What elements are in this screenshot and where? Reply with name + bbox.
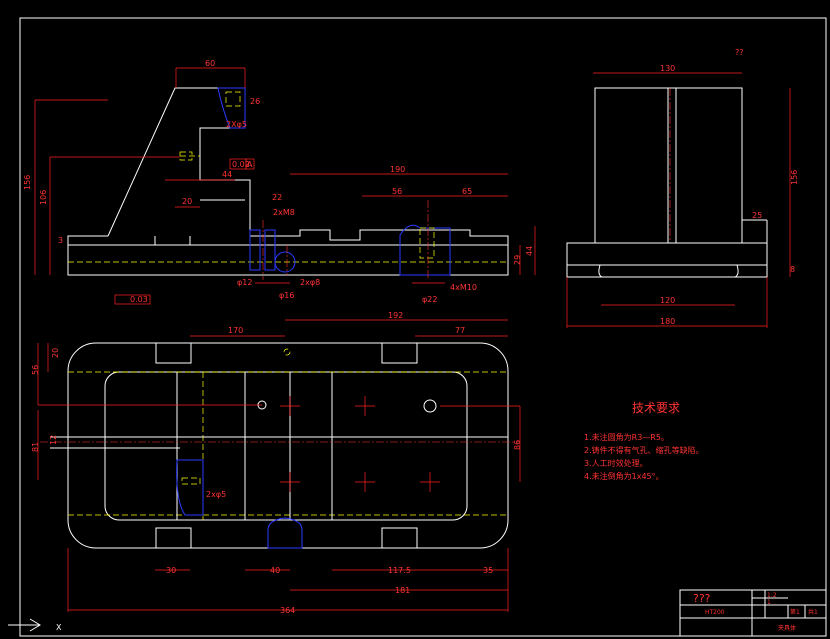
dim-170: 170 [228, 326, 243, 335]
section-hatch-top-left [176, 459, 204, 516]
tol-002: 0.02 [232, 160, 250, 169]
tech-title: 技术要求 [632, 401, 680, 415]
dia-22: φ22 [422, 295, 437, 304]
bracket-profile [67, 87, 509, 246]
dim-106: 106 [39, 190, 48, 205]
section-hatch-bottom [267, 517, 303, 549]
dim-29: 29 [513, 255, 522, 265]
dim-65: 65 [462, 187, 472, 196]
section-hatch-mid [249, 229, 276, 271]
dim-117-5: 117.5 [388, 566, 411, 575]
title-block: ??? 1:2 1 第1 共1 HT200 夹具体 [679, 589, 827, 637]
dim-2x-phi5: 2Xφ5 [226, 120, 247, 129]
dim-12: 12 [49, 435, 58, 445]
dim-192: 192 [388, 311, 403, 320]
dia-16: φ16 [279, 291, 294, 300]
tech-item-3: 3.人工时效处理。 [584, 458, 648, 468]
dim-40: 40 [270, 566, 280, 575]
dim-180: 180 [660, 317, 675, 326]
dim-30: 30 [166, 566, 176, 575]
dim-20-top: 20 [51, 348, 60, 358]
dim-8: 8 [790, 265, 795, 274]
section-hatch-top [217, 87, 246, 129]
dim-20: 20 [182, 197, 192, 206]
dim-156: 156 [23, 175, 32, 190]
base-plate-front [67, 244, 509, 276]
tech-item-2: 2.铸件不得有气孔、缩孔等缺陷。 [584, 445, 704, 455]
thread-2xm8: 2xM8 [273, 208, 295, 217]
tb-name: ??? [693, 592, 711, 605]
base-plate-top [67, 342, 509, 549]
roughness-marks: ?? [735, 48, 744, 57]
dim-44-right: 44 [525, 246, 534, 256]
section-hatch-right [399, 224, 451, 276]
datum-a: A [247, 160, 253, 169]
dia-2x8: 2xφ8 [300, 278, 320, 287]
dim-35: 35 [483, 566, 493, 575]
dim-86: 86 [513, 440, 522, 450]
tb-drawing-label: 夹具体 [778, 624, 796, 632]
tb-qty: 1 [767, 599, 771, 606]
dim-181: 181 [395, 586, 410, 595]
dim-25: 25 [752, 211, 762, 220]
dim-77: 77 [455, 326, 465, 335]
dim-44: 44 [222, 170, 232, 179]
dim-22: 22 [272, 193, 282, 202]
dim-60: 60 [205, 59, 215, 68]
dim-3: 3 [58, 236, 63, 245]
tech-requirements: 技术要求 1.未注圆角为R3—R5。 2.铸件不得有气孔、缩孔等缺陷。 3.人工… [584, 401, 704, 481]
ucs-icon: X [8, 618, 62, 632]
tb-scale: 1:2 [767, 592, 777, 599]
front-view: 60 26 2Xφ5 156 106 44 20 3 0.02 A 190 56… [23, 59, 536, 305]
dim-364: 364 [280, 606, 295, 615]
top-view: 170 192 77 20 56 12 81 86 30 40 117.5 35… [31, 311, 522, 615]
thread-4xm10: 4xM10 [450, 283, 477, 292]
tech-item-1: 1.未注圆角为R3—R5。 [584, 432, 669, 442]
tol-003: 0.03 [130, 295, 148, 304]
drawing-frame [19, 17, 827, 637]
ucs-x-label: X [56, 623, 62, 632]
flatness-frame-bottom [114, 294, 151, 305]
dia-2x5-top: 2xφ5 [206, 490, 226, 499]
base-side [566, 242, 768, 278]
dim-26: 26 [250, 97, 260, 106]
dia-12: φ12 [237, 278, 252, 287]
tb-material: HT200 [705, 609, 725, 616]
tb-sheet: 第1 [790, 608, 800, 616]
dim-190: 190 [390, 165, 405, 174]
dim-156-side: 156 [790, 170, 799, 185]
dim-130: 130 [660, 64, 675, 73]
side-view: 130 156 25 8 120 180 ?? [566, 48, 799, 328]
dim-81: 81 [31, 442, 40, 452]
dim-56-top: 56 [31, 365, 40, 375]
tech-item-4: 4.未注倒角为1x45°。 [584, 471, 664, 481]
dim-56: 56 [392, 187, 402, 196]
tb-total: 共1 [808, 608, 818, 616]
dim-120: 120 [660, 296, 675, 305]
